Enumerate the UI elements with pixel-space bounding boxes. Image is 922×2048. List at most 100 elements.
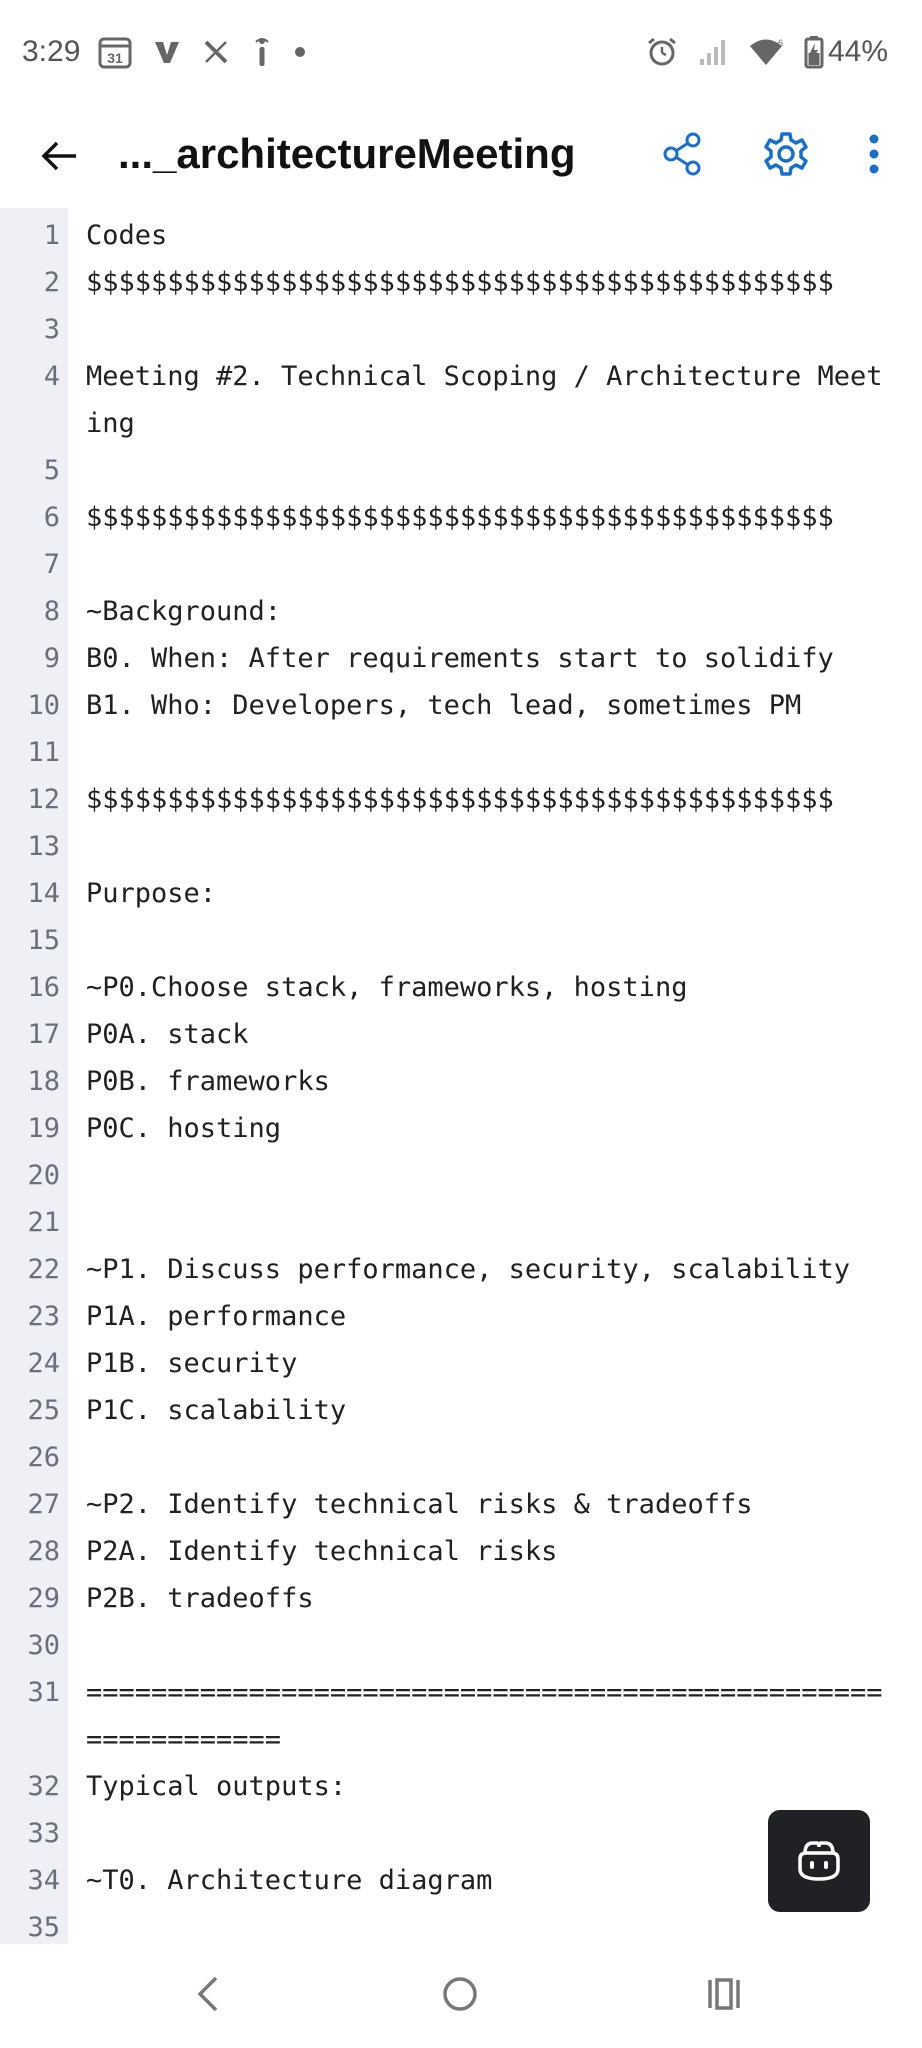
line-number: 20 bbox=[27, 1160, 60, 1191]
line-number: 26 bbox=[27, 1442, 60, 1473]
editor-line[interactable]: 22~P1. Discuss performance, security, sc… bbox=[0, 1246, 922, 1293]
line-text[interactable]: Purpose: bbox=[86, 878, 217, 909]
line-number: 6 bbox=[43, 502, 60, 533]
line-number: 33 bbox=[27, 1818, 60, 1849]
line-number: 31 bbox=[27, 1677, 60, 1708]
line-text[interactable]: P0A. stack bbox=[86, 1019, 249, 1050]
line-text[interactable]: P0B. frameworks bbox=[86, 1066, 330, 1097]
status-bar: 3:29 31 bbox=[0, 0, 922, 104]
battery-charging-icon bbox=[804, 35, 824, 69]
line-text[interactable]: Typical outputs: bbox=[86, 1771, 347, 1802]
line-number: 11 bbox=[27, 737, 60, 768]
line-text[interactable]: ~P1. Discuss performance, security, scal… bbox=[86, 1254, 851, 1285]
editor-line[interactable]: 4 Meeting #2. Technical Scoping / Archite… bbox=[0, 353, 922, 447]
line-number: 28 bbox=[27, 1536, 60, 1567]
editor-line[interactable]: 35 bbox=[0, 1904, 922, 1944]
line-text[interactable]: B0. When: After requirements start to so… bbox=[86, 643, 834, 674]
line-number: 21 bbox=[27, 1207, 60, 1238]
editor-line[interactable]: 13 bbox=[0, 823, 922, 870]
line-text[interactable]: $$$$$$$$$$$$$$$$$$$$$$$$$$$$$$$$$$$$$$$$… bbox=[86, 502, 834, 533]
line-text[interactable]: ========================================… bbox=[86, 1677, 883, 1755]
editor-line[interactable]: 7 bbox=[0, 541, 922, 588]
signal-icon bbox=[698, 37, 728, 67]
alarm-icon bbox=[646, 36, 678, 68]
editor-line[interactable]: 12$$$$$$$$$$$$$$$$$$$$$$$$$$$$$$$$$$$$$$… bbox=[0, 776, 922, 823]
line-text[interactable]: P1A. performance bbox=[86, 1301, 347, 1332]
line-number: 25 bbox=[27, 1395, 60, 1426]
line-text[interactable]: ~P2. Identify technical risks & tradeoff… bbox=[86, 1489, 753, 1520]
editor-line[interactable]: 5 bbox=[0, 447, 922, 494]
editor-line[interactable]: 3 bbox=[0, 306, 922, 353]
line-number: 9 bbox=[43, 643, 60, 674]
editor-line[interactable]: 26 bbox=[0, 1434, 922, 1481]
line-text[interactable]: ~Background: bbox=[86, 596, 282, 627]
line-number: 3 bbox=[43, 314, 60, 345]
line-number: 1 bbox=[43, 220, 60, 251]
line-text[interactable]: P0C. hosting bbox=[86, 1113, 282, 1144]
line-number: 5 bbox=[43, 455, 60, 486]
share-icon bbox=[663, 132, 701, 176]
line-number: 32 bbox=[27, 1771, 60, 1802]
editor-line[interactable]: 8~Background: bbox=[0, 588, 922, 635]
line-number: 17 bbox=[27, 1019, 60, 1050]
line-number: 14 bbox=[27, 878, 60, 909]
editor-line[interactable]: 34~T0. Architecture diagram bbox=[0, 1857, 922, 1904]
navigation-bar bbox=[0, 1944, 922, 2048]
editor-line[interactable]: 21 bbox=[0, 1199, 922, 1246]
line-number: 27 bbox=[27, 1489, 60, 1520]
line-text[interactable]: P1C. scalability bbox=[86, 1395, 347, 1426]
editor-line[interactable]: 33 bbox=[0, 1810, 922, 1857]
nav-home-icon bbox=[443, 1977, 477, 2011]
editor-line[interactable]: 30 bbox=[0, 1622, 922, 1669]
editor-line[interactable]: 28 P2A. Identify technical risks bbox=[0, 1528, 922, 1575]
editor-line[interactable]: 11 bbox=[0, 729, 922, 776]
editor-line[interactable]: 24 P1B. security bbox=[0, 1340, 922, 1387]
line-text[interactable]: $$$$$$$$$$$$$$$$$$$$$$$$$$$$$$$$$$$$$$$$… bbox=[86, 267, 834, 298]
text-editor[interactable]: 1 Codes 2 $$$$$$$$$$$$$$$$$$$$$$$$$$$$$$$$$… bbox=[0, 208, 922, 1944]
more-options-button[interactable] bbox=[856, 126, 892, 182]
line-number: 4 bbox=[43, 361, 60, 392]
editor-line[interactable]: 6 $$$$$$$$$$$$$$$$$$$$$$$$$$$$$$$$$$$$$$$… bbox=[0, 494, 922, 541]
line-text[interactable]: B1. Who: Developers, tech lead, sometime… bbox=[86, 690, 802, 721]
info-icon bbox=[250, 36, 274, 68]
line-text[interactable]: P2B. tradeoffs bbox=[86, 1583, 314, 1614]
editor-line[interactable]: 20 bbox=[0, 1152, 922, 1199]
editor-line[interactable]: 1 Codes bbox=[0, 212, 922, 259]
editor-line[interactable]: 25 P1C. scalability bbox=[0, 1387, 922, 1434]
editor-line[interactable]: 17 P0A. stack bbox=[0, 1011, 922, 1058]
editor-line[interactable]: 31 ======================================… bbox=[0, 1669, 922, 1763]
editor-line[interactable]: 14 Purpose: bbox=[0, 870, 922, 917]
status-left: 3:29 31 bbox=[22, 35, 326, 69]
editor-line[interactable]: 32 Typical outputs: bbox=[0, 1763, 922, 1810]
line-text[interactable]: ~T0. Architecture diagram bbox=[86, 1865, 493, 1896]
line-text[interactable]: Codes bbox=[86, 220, 168, 251]
line-text[interactable]: Meeting #2. Technical Scoping / Architec… bbox=[86, 361, 883, 439]
dot-icon bbox=[294, 46, 306, 58]
line-text[interactable]: P2A. Identify technical risks bbox=[86, 1536, 558, 1567]
line-text[interactable]: P1B. security bbox=[86, 1348, 298, 1379]
editor-line[interactable]: 2 $$$$$$$$$$$$$$$$$$$$$$$$$$$$$$$$$$$$$$$… bbox=[0, 259, 922, 306]
nav-back-icon bbox=[197, 1976, 218, 2012]
line-number: 16 bbox=[27, 972, 60, 1003]
editor-line[interactable]: 16 ~P0.Choose stack, frameworks, hosting bbox=[0, 964, 922, 1011]
back-button[interactable] bbox=[34, 130, 86, 182]
nav-home-button[interactable] bbox=[432, 1966, 488, 2022]
copilot-button[interactable] bbox=[768, 1810, 870, 1912]
line-text[interactable]: ~P0.Choose stack, frameworks, hosting bbox=[86, 972, 688, 1003]
share-button[interactable] bbox=[656, 126, 708, 182]
editor-line[interactable]: 15 bbox=[0, 917, 922, 964]
line-number: 24 bbox=[27, 1348, 60, 1379]
settings-button[interactable] bbox=[758, 126, 814, 182]
battery-percentage: 44% bbox=[827, 35, 888, 68]
line-number: 2 bbox=[43, 267, 60, 298]
nav-recents-button[interactable] bbox=[696, 1966, 752, 2022]
line-text[interactable]: $$$$$$$$$$$$$$$$$$$$$$$$$$$$$$$$$$$$$$$$… bbox=[86, 784, 834, 815]
nav-back-button[interactable] bbox=[180, 1966, 236, 2022]
editor-line[interactable]: 9 B0. When: After requirements start to s… bbox=[0, 635, 922, 682]
editor-line[interactable]: 27 ~P2. Identify technical risks & tradeo… bbox=[0, 1481, 922, 1528]
